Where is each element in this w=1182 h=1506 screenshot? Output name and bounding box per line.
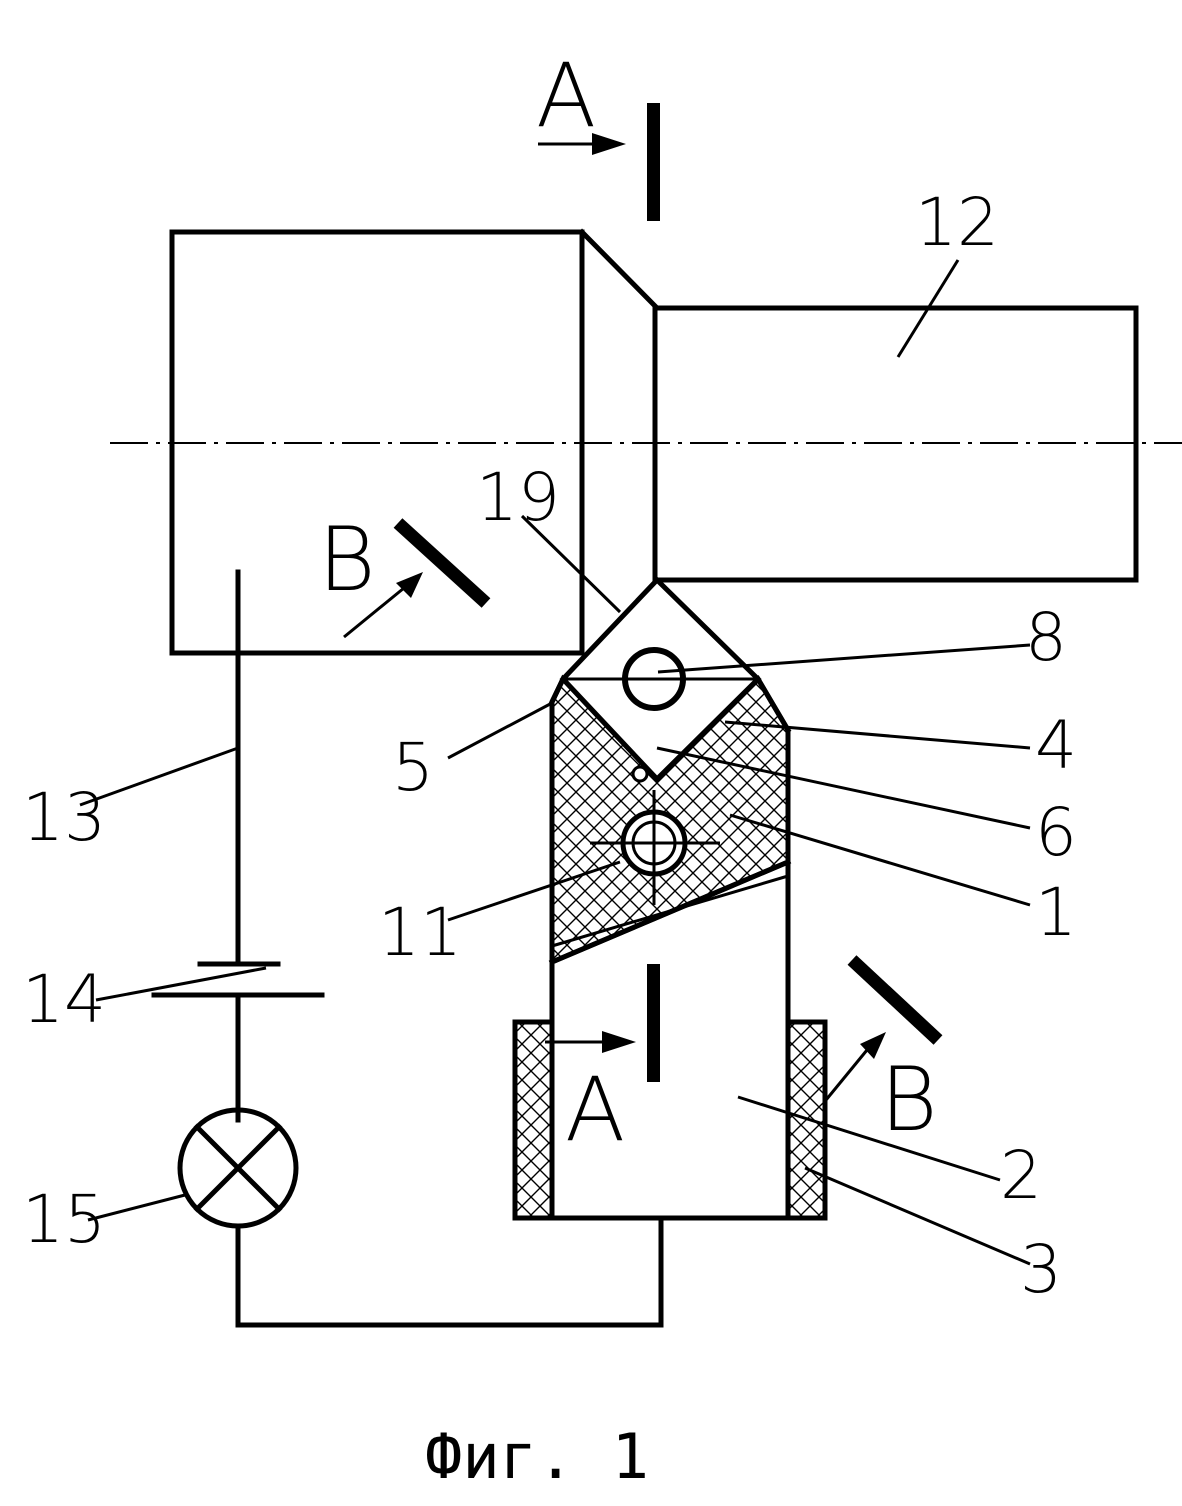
section-b-upper-label: B bbox=[318, 508, 376, 611]
tool-holder-12 bbox=[582, 232, 1136, 580]
label-12: 12 bbox=[915, 184, 999, 261]
label-8: 8 bbox=[1025, 599, 1067, 676]
section-a-bottom-label: A bbox=[565, 1058, 625, 1161]
label-4: 4 bbox=[1035, 707, 1077, 784]
return-wire bbox=[238, 1218, 661, 1325]
figure-caption: Фиг. 1 bbox=[425, 1420, 649, 1493]
label-5: 5 bbox=[392, 729, 434, 806]
section-a-top-label: A bbox=[536, 44, 596, 147]
section-b-lower-mark: B bbox=[826, 960, 938, 1151]
label-19: 19 bbox=[476, 459, 560, 536]
label-11: 11 bbox=[378, 894, 462, 971]
insulation-left-3 bbox=[515, 1022, 552, 1218]
label-14: 14 bbox=[22, 961, 106, 1038]
contact-point-6 bbox=[633, 767, 647, 781]
label-3: 3 bbox=[1020, 1231, 1062, 1308]
label-2: 2 bbox=[1000, 1137, 1042, 1214]
label-13: 13 bbox=[22, 779, 106, 856]
label-6: 6 bbox=[1035, 794, 1077, 871]
section-b-upper-mark: B bbox=[318, 508, 486, 637]
section-a-top-mark: A bbox=[536, 44, 660, 221]
label-1: 1 bbox=[1035, 874, 1077, 951]
label-15: 15 bbox=[22, 1181, 106, 1258]
section-a-bottom-mark: A bbox=[545, 964, 660, 1161]
section-b-lower-label: B bbox=[880, 1048, 938, 1151]
